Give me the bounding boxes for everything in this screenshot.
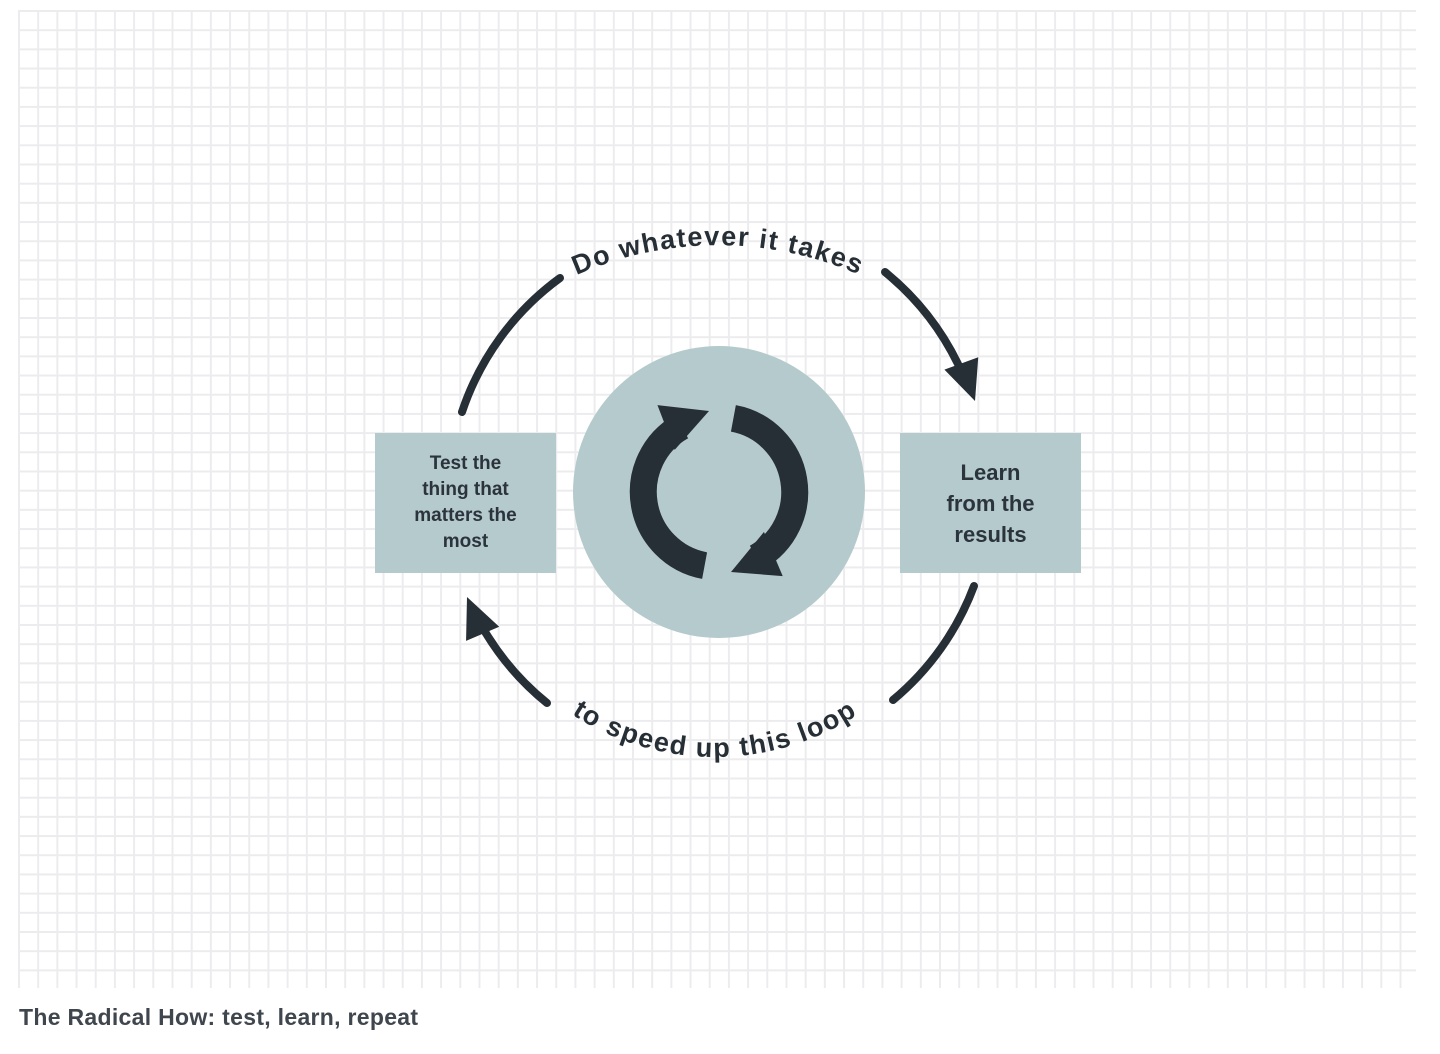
bottom-arc-label: to speed up this loop <box>568 694 860 763</box>
top-right-arrow-stem <box>881 268 962 368</box>
center-circle <box>573 346 865 638</box>
top-left-arc <box>458 274 564 416</box>
bottom-left-arrowhead-icon <box>466 597 500 641</box>
bottom-left-curved-arrow <box>466 597 551 707</box>
cycle-bottom-arrowhead-icon <box>731 531 783 577</box>
cycle-right-arc <box>730 405 809 570</box>
learn-box-label: Learn from the results <box>946 459 1035 547</box>
cycle-top-arrowhead-icon <box>657 405 709 450</box>
top-right-curved-arrow <box>881 268 979 401</box>
outer-cycle-arrows <box>458 268 979 707</box>
top-right-arrowhead-icon <box>944 357 979 401</box>
cycle-arrows-icon <box>629 405 809 579</box>
bottom-left-arrow-stem <box>480 626 551 707</box>
test-box-label: Test the thing that matters the most <box>414 453 517 552</box>
caption: The Radical How: test, learn, repeat <box>19 1004 419 1030</box>
test-box: Test the thing that matters the most <box>375 433 556 573</box>
bottom-arc-text: to speed up this loop <box>568 694 861 763</box>
cycle-left-arc <box>629 414 708 579</box>
learn-box: Learn from the results <box>900 433 1081 573</box>
bottom-right-arc <box>889 582 978 704</box>
top-arc-text: Do whatever it takes <box>567 221 868 280</box>
top-arc-label: Do whatever it takes <box>567 221 867 280</box>
